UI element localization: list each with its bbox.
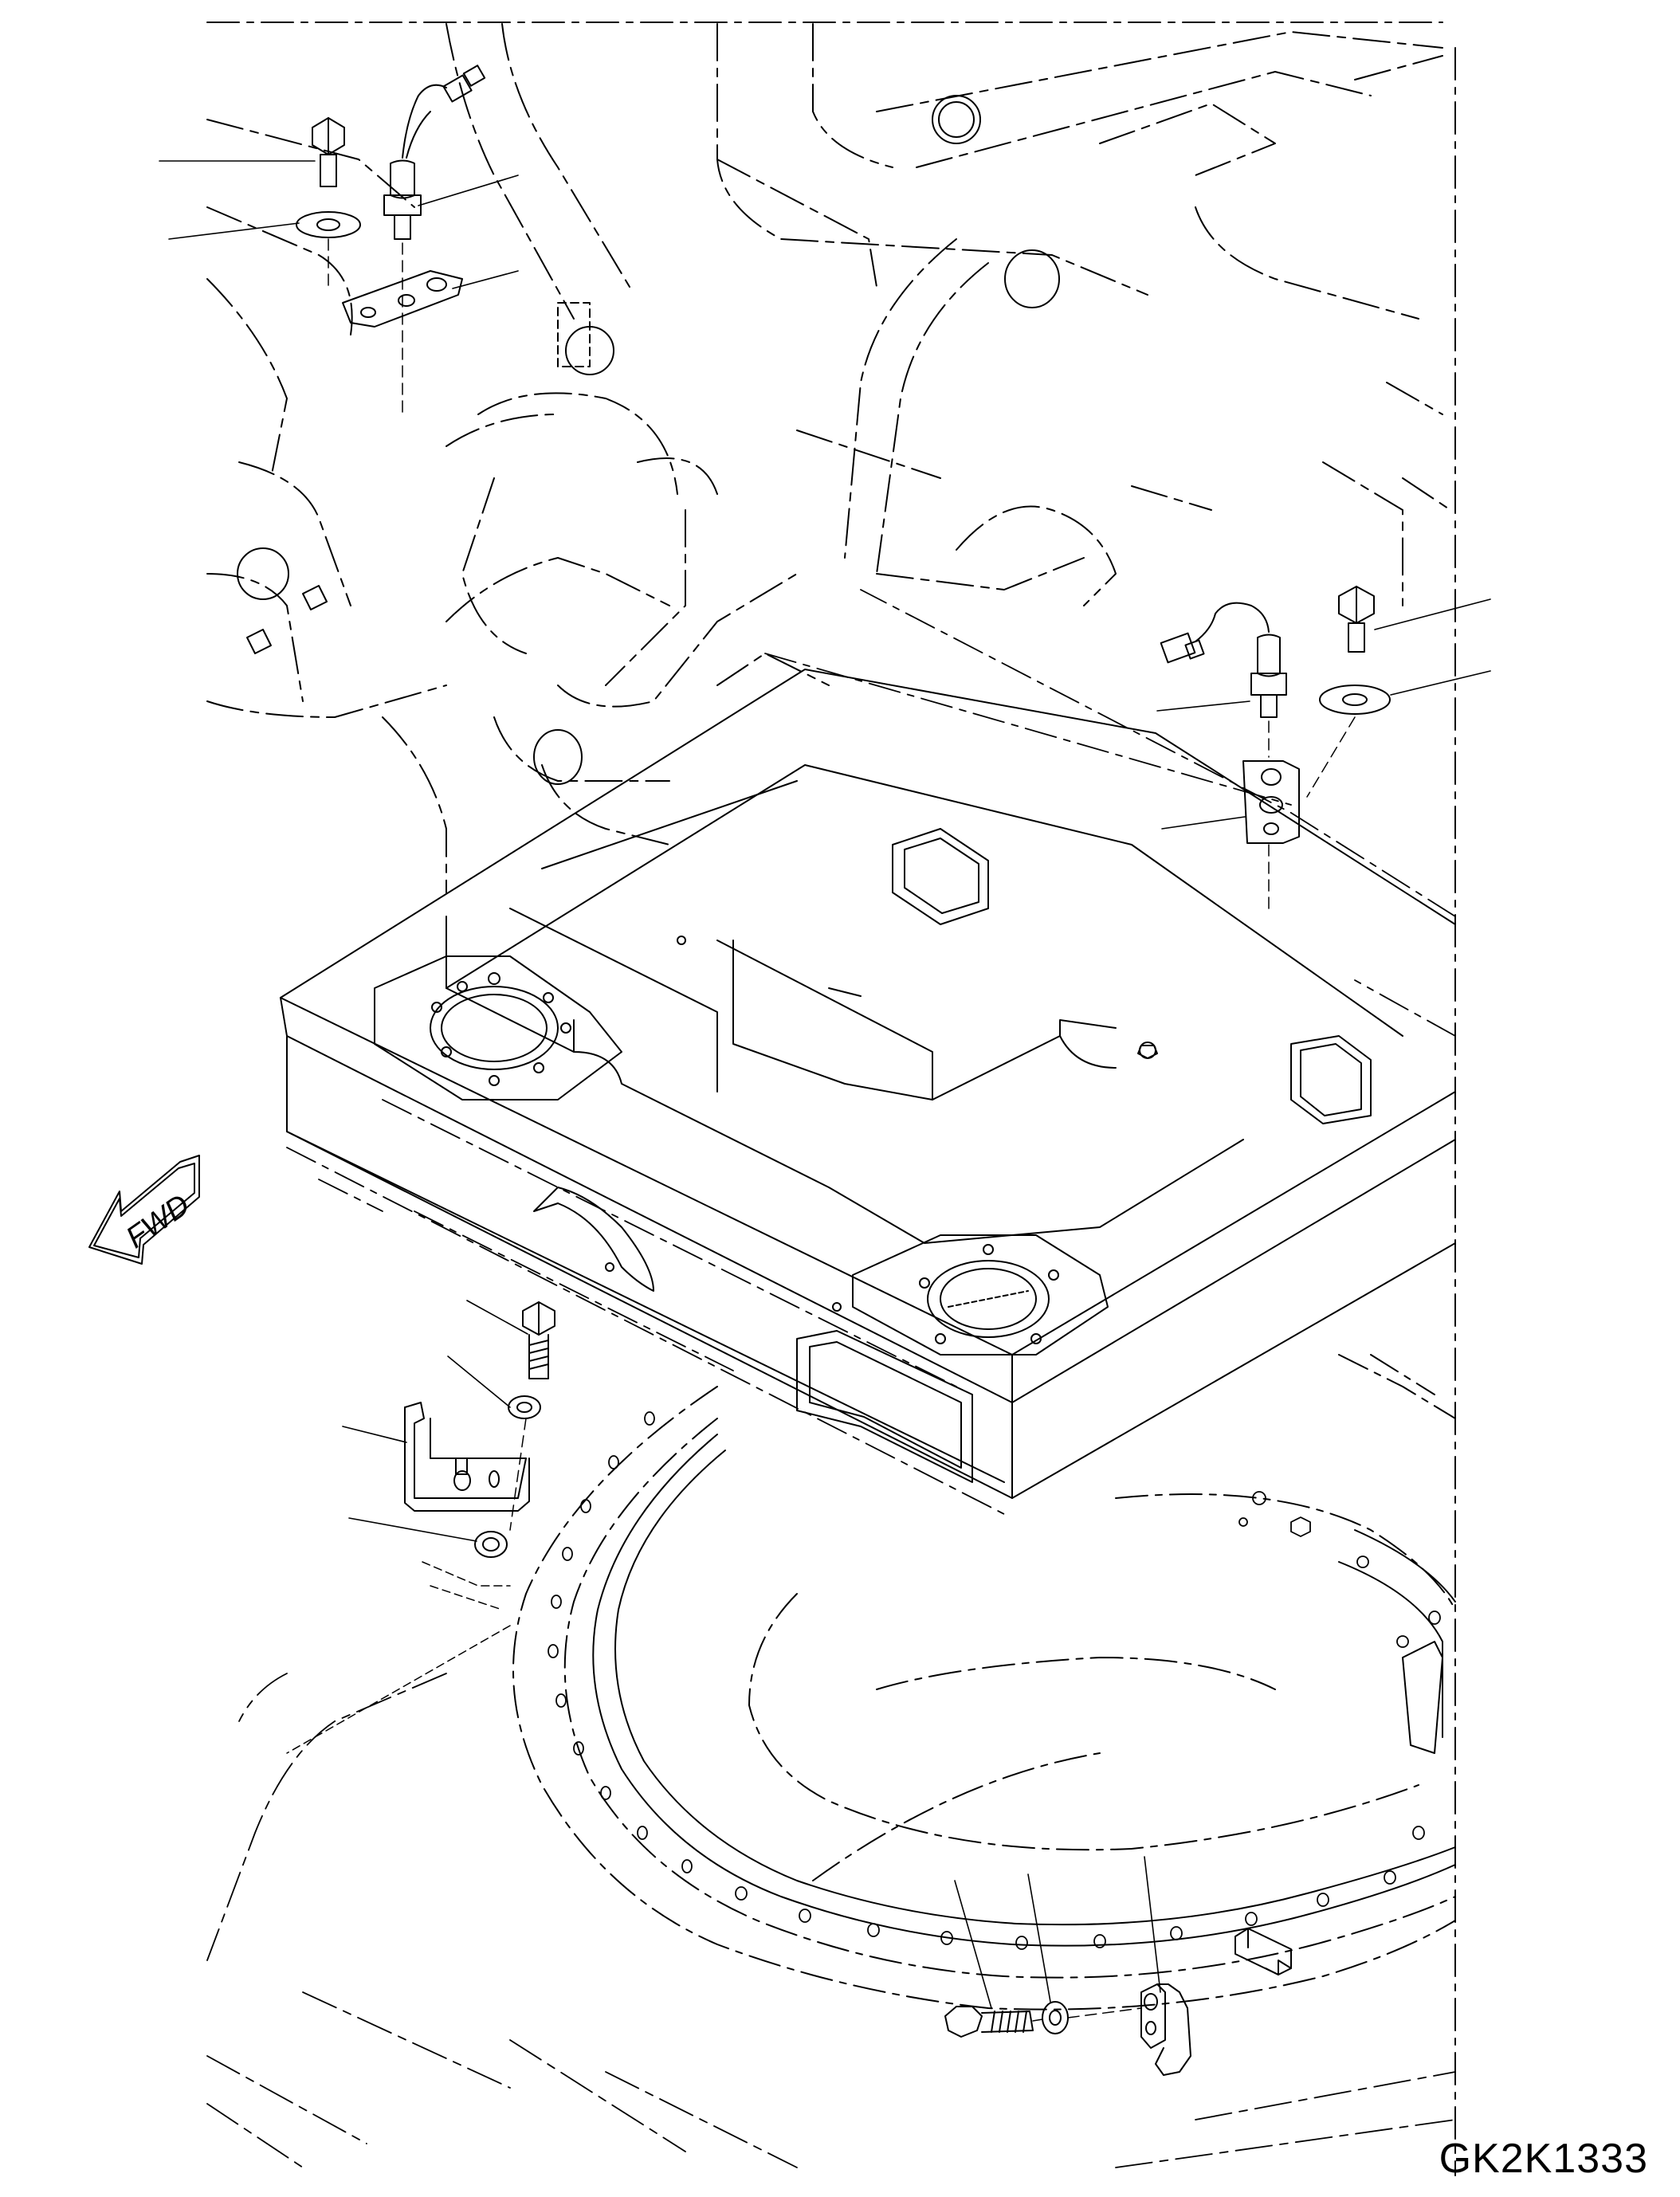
main-frame <box>281 669 1455 1498</box>
fwd-arrow-icon: FWD <box>89 1155 199 1264</box>
bolt-icon <box>312 118 344 186</box>
upper-frame-phantom <box>207 24 1450 893</box>
washer-icon <box>508 1396 540 1418</box>
bracket-assembly-left <box>287 1301 555 1753</box>
slewing-ring <box>513 1355 1455 2010</box>
callout-leaders-left-lower <box>343 1301 528 1541</box>
bracket-assembly-bottom <box>945 1857 1291 2075</box>
sensor-assembly-upper-left <box>159 65 518 414</box>
upper-frame-holes <box>237 96 1059 784</box>
bracket-icon <box>343 271 462 327</box>
lower-body-phantom <box>207 1673 1455 2168</box>
spacer-icon <box>475 1532 507 1557</box>
fwd-label: FWD <box>120 1188 196 1255</box>
bolt-icon <box>945 2007 1033 2037</box>
sensor-assembly-right <box>1157 587 1490 908</box>
cover-block-icon <box>1235 1928 1291 1975</box>
plate-icon <box>405 1403 529 1511</box>
ring-bolt-holes <box>548 1412 1440 1949</box>
washer-icon <box>296 212 360 237</box>
washer-icon <box>1320 685 1390 714</box>
bracket-icon <box>1141 1984 1191 2075</box>
callout-leaders-bottom <box>955 1857 1160 2008</box>
callout-leaders-upper-left <box>159 161 518 288</box>
callout-leaders-right <box>1157 599 1490 829</box>
drawing-part-code: GK2K1333 <box>1439 2136 1648 2182</box>
bolt-icon <box>523 1302 555 1379</box>
frame-border <box>207 22 1455 2175</box>
bolt-icon <box>1339 587 1374 652</box>
main-frame-hidden <box>287 590 1455 1514</box>
bracket-icon <box>1243 761 1299 843</box>
speed-sensor-icon <box>1161 603 1286 717</box>
washer-icon <box>1042 2002 1068 2034</box>
speed-sensor-icon <box>384 65 485 239</box>
